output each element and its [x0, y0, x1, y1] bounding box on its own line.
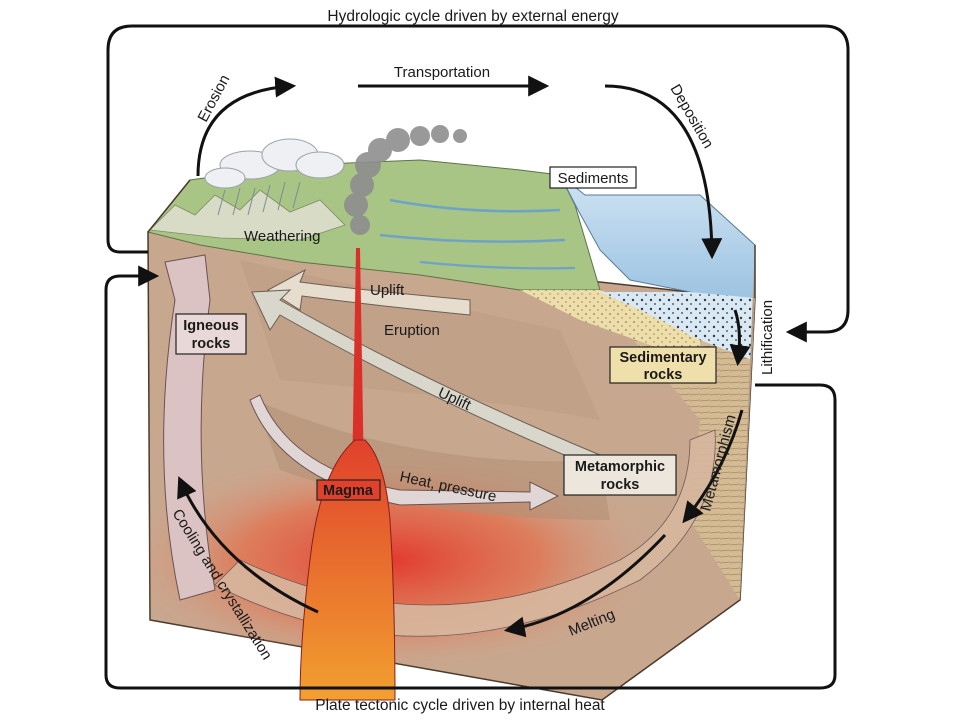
- rain: [217, 181, 301, 216]
- volcanic-conduit: [352, 248, 364, 480]
- metamorphic-rocks-label-line2: rocks: [601, 477, 640, 493]
- igneous-rocks-label-line2: rocks: [192, 336, 231, 352]
- mountains: [149, 189, 346, 241]
- plate-tectonic-cycle-title: Plate tectonic cycle driven by internal …: [315, 697, 605, 714]
- weathering-label: Weathering: [244, 228, 320, 245]
- erosion-label: Erosion: [195, 72, 234, 125]
- sedimentary-rocks-label-line1: Sedimentary: [619, 350, 706, 366]
- hydrologic-cycle-loop: [106, 24, 850, 343]
- metamorphic-rocks-box: Metamorphic rocks: [563, 454, 677, 496]
- outer-cycle-band: [214, 429, 716, 637]
- earth-block: [147, 125, 756, 701]
- sedimentary-rocks-label-line2: rocks: [644, 367, 683, 383]
- rain-cloud: [204, 138, 345, 189]
- metamorphic-rocks-label-line1: Metamorphic: [575, 459, 665, 475]
- uplift-arrow-upper: [267, 268, 471, 316]
- river: [379, 233, 566, 243]
- lithification-label: Lithification: [759, 300, 776, 375]
- sedimentary-rocks-box: Sedimentary rocks: [609, 346, 717, 384]
- plate-tectonic-cycle-loop: [104, 265, 837, 690]
- uplift-upper-label: Uplift: [370, 282, 405, 299]
- hydrologic-cycle-title: Hydrologic cycle driven by external ener…: [327, 8, 618, 25]
- river: [419, 260, 576, 270]
- magma-box: Magma: [316, 479, 381, 501]
- eruption-label: Eruption: [384, 322, 440, 339]
- ocean-front: [600, 292, 755, 360]
- igneous-rocks-label-line1: Igneous: [183, 318, 239, 334]
- heat-pressure-arrow: [249, 394, 560, 511]
- subsurface-layer: [255, 400, 610, 520]
- river: [389, 198, 561, 213]
- surface-process-arrows: [177, 75, 751, 638]
- block-right-face: [740, 245, 755, 600]
- uplift-arrow-lower: [251, 289, 601, 471]
- sediments-box: Sediments: [549, 166, 637, 189]
- volcanic-plume: [344, 125, 467, 235]
- igneous-rocks-box: Igneous rocks: [175, 313, 247, 355]
- transportation-label: Transportation: [394, 64, 490, 81]
- magma-label: Magma: [323, 483, 374, 499]
- magma-chamber: [299, 439, 396, 701]
- sediments-label: Sediments: [558, 170, 629, 187]
